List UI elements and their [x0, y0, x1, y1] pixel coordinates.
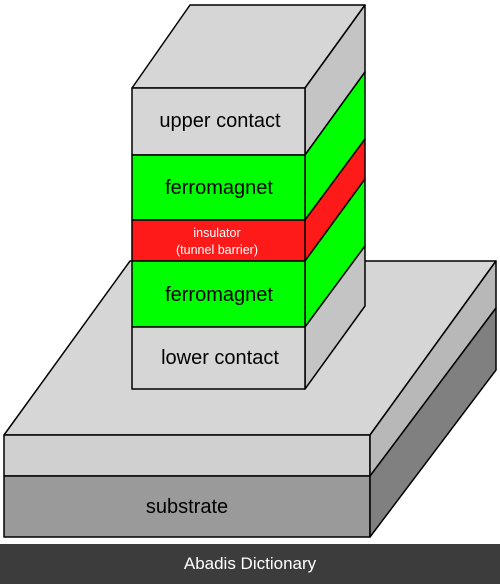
ferromagnet-bottom-front [131, 260, 306, 328]
insulator-label-line2: (tunnel barrier) [176, 243, 258, 257]
ferromagnet-bottom-label: ferromagnet [165, 284, 273, 306]
substrate-side [369, 307, 497, 538]
base-contact-front [3, 434, 371, 477]
substrate-label: substrate [146, 496, 228, 518]
lower-contact-front [131, 326, 306, 390]
insulator-label-line1: insulator [193, 226, 240, 240]
insulator-front [131, 219, 306, 262]
footer-bar: Abadis Dictionary [0, 544, 500, 584]
mtj-diagram: upper contact ferromagnet insulator (tun… [3, 4, 497, 538]
footer-text: Abadis Dictionary [183, 554, 317, 573]
upper-contact-label: upper contact [159, 110, 281, 132]
lower-contact-label: lower contact [161, 347, 279, 369]
ferromagnet-top-label: ferromagnet [165, 177, 273, 199]
